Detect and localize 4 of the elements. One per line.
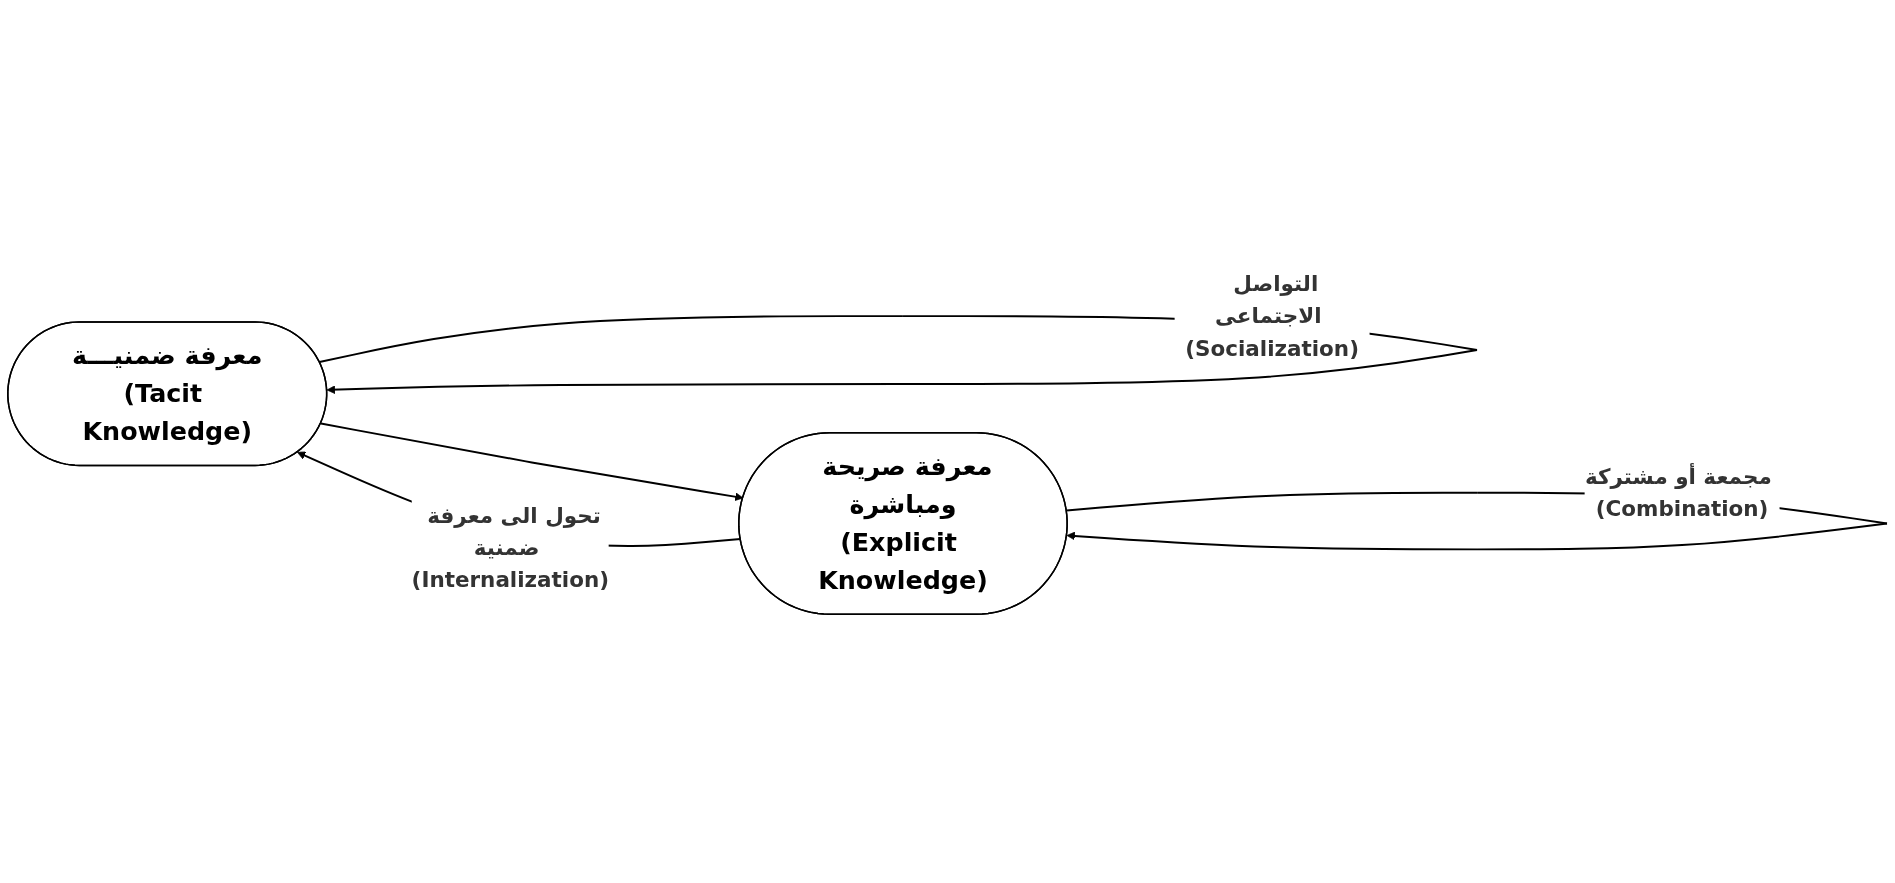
edge-label: مجمعة أو مشتركة (Combination) bbox=[1584, 464, 1772, 522]
arrow bbox=[319, 422, 744, 502]
edge-label: التواصل الاجتماعى (Socialization) bbox=[1185, 272, 1359, 361]
edge-label: تحول الى معرفة ضمنية (Internalization) bbox=[411, 503, 610, 593]
